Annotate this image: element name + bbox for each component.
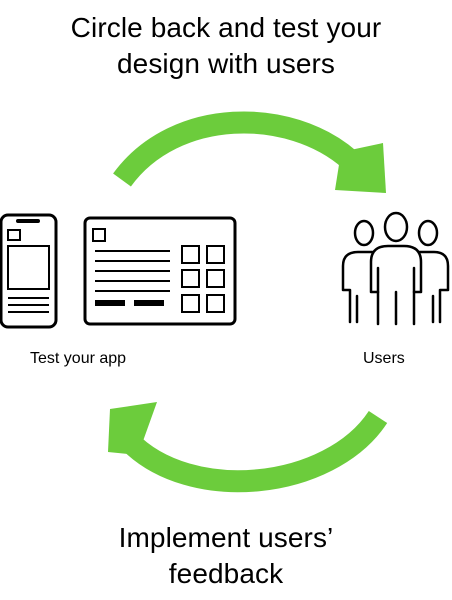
arrow-to-users-icon [113, 111, 386, 193]
top-heading: Circle back and test your design with us… [0, 10, 452, 82]
users-label: Users [363, 350, 405, 367]
app-window-icon [83, 216, 237, 326]
top-heading-line-2: design with users [116, 48, 336, 79]
bottom-heading-line-2: feedback [168, 558, 284, 589]
arrow-to-app-icon [108, 402, 388, 493]
test-app-label: Test your app [30, 350, 127, 367]
smartphone-icon [0, 213, 58, 329]
bottom-heading: Implement users’ feedback [0, 520, 452, 592]
top-heading-line-1: Circle back and test your [70, 12, 382, 43]
bottom-heading-line-1: Implement users’ [118, 522, 334, 553]
user-group-icon [341, 211, 450, 326]
